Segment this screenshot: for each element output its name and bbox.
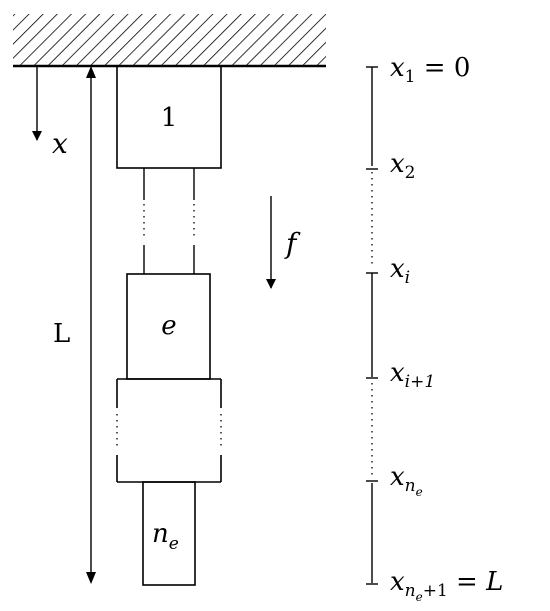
element-ne-box bbox=[142, 481, 196, 586]
element-1-box bbox=[116, 65, 222, 169]
node-label-xi1: xi+1 bbox=[390, 358, 435, 392]
node-label-x1: x1 = 0 bbox=[390, 53, 470, 87]
element-ne-sub: e bbox=[169, 534, 179, 554]
ceiling-hatch bbox=[13, 14, 326, 66]
length-label: L bbox=[53, 319, 70, 349]
element-ne-base: n bbox=[152, 519, 169, 549]
x-axis-label: x bbox=[52, 127, 68, 160]
length-arrow-top bbox=[86, 66, 96, 78]
element-e-label: e bbox=[161, 311, 176, 341]
element-1-label: 1 bbox=[161, 103, 178, 133]
node-label-x2: x2 bbox=[390, 149, 416, 183]
node-label-xne1: xne+1 = L bbox=[390, 567, 503, 604]
force-label: f bbox=[284, 227, 301, 260]
node-label-xne: xne bbox=[390, 462, 423, 499]
length-arrow-bottom bbox=[86, 572, 96, 584]
element-ne-label: ne bbox=[152, 519, 179, 554]
node-label-xi: xi bbox=[390, 254, 410, 288]
